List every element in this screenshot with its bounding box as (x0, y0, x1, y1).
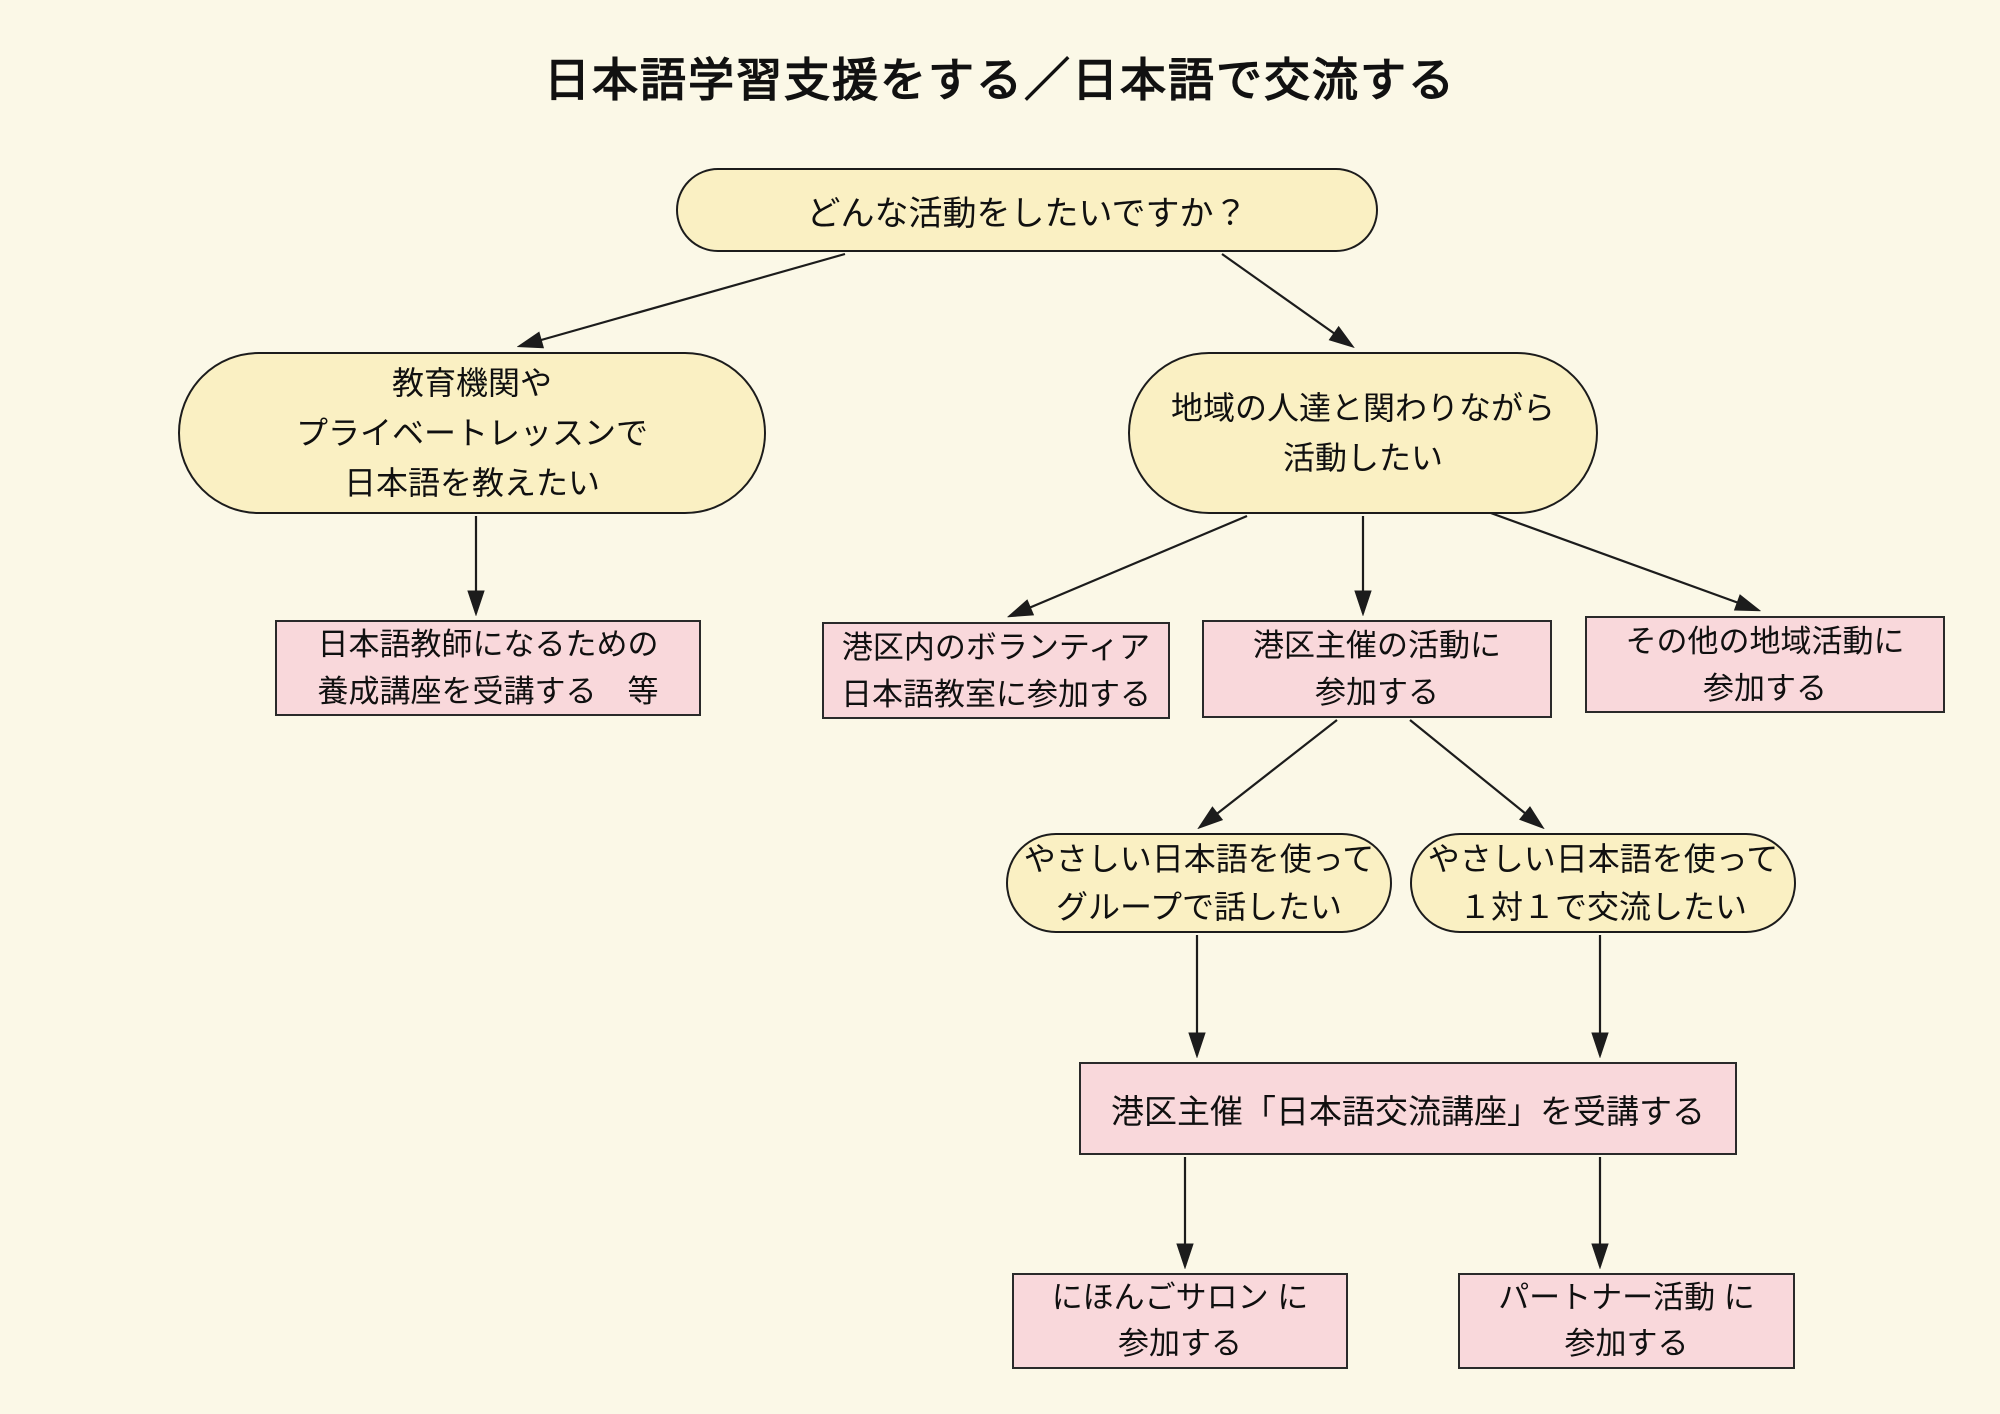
node-community-line-1: 地域の人達と関わりながら (1170, 390, 1555, 426)
arrow-community-to-other (1487, 510, 1758, 610)
arrow-question-to-community (1221, 253, 1352, 346)
node-teach-line-2: プライベートレッスンで (295, 415, 648, 451)
node-minato-line-2: 参加する (1315, 675, 1439, 710)
arrow-community-to-volunteer (1010, 514, 1248, 616)
node-minato-line-1: 港区主催の活動に (1253, 628, 1501, 663)
node-partner-line-2: 参加する (1564, 1326, 1689, 1361)
node-community-activity: 地域の人達と関わりながら 活動したい (1128, 352, 1598, 514)
node-teacher-training-course: 日本語教師になるための 養成講座を受講する 等 (275, 620, 701, 716)
node-group-talk: やさしい日本語を使って グループで話したい (1006, 833, 1392, 933)
node-volunteer-line-2: 日本語教室に参加する (841, 676, 1151, 712)
page-title: 日本語学習支援をする／日本語で交流する (544, 54, 1456, 106)
node-partner-line-1: パートナー活動 に (1498, 1280, 1755, 1315)
node-one-on-one-exchange: やさしい日本語を使って １対１で交流したい (1410, 833, 1796, 933)
node-other-line-2: 参加する (1703, 670, 1827, 706)
node-exchange-course-text: 港区主催「日本語交流講座」を受講する (1111, 1092, 1705, 1130)
arrow-question-to-teach (520, 252, 846, 346)
node-one-on-one-line-1: やさしい日本語を使って (1427, 841, 1779, 877)
node-minato-city-activity: 港区主催の活動に 参加する (1202, 620, 1552, 718)
node-group-line-2: グループで話したい (1055, 889, 1343, 925)
node-other-local-activity: その他の地域活動に 参加する (1585, 616, 1945, 713)
node-exchange-course: 港区主催「日本語交流講座」を受講する (1079, 1062, 1737, 1155)
node-one-on-one-line-2: １対１で交流したい (1458, 889, 1747, 925)
node-question: どんな活動をしたいですか？ (676, 168, 1378, 252)
node-volunteer-line-1: 港区内のボランティア (841, 629, 1151, 665)
node-teach-line-1: 教育機関や (391, 365, 552, 401)
arrow-minato-to-one-on-one (1409, 719, 1542, 827)
node-question-text: どんな活動をしたいですか？ (806, 194, 1248, 233)
node-teach-institutions: 教育機関や プライベートレッスンで 日本語を教えたい (178, 352, 766, 514)
node-volunteer-classroom: 港区内のボランティア 日本語教室に参加する (822, 622, 1170, 719)
node-teach-line-3: 日本語を教えたい (343, 465, 600, 501)
node-teacher-training-line-1: 日本語教師になるための (317, 627, 659, 662)
node-nihongo-salon: にほんごサロン に 参加する (1012, 1273, 1348, 1369)
arrow-minato-to-group (1200, 719, 1338, 827)
node-other-line-1: その他の地域活動に (1625, 623, 1905, 659)
node-teacher-training-line-2: 養成講座を受講する 等 (317, 674, 659, 709)
node-salon-line-2: 参加する (1118, 1326, 1242, 1361)
node-community-line-2: 活動したい (1282, 440, 1443, 476)
node-partner-activity: パートナー活動 に 参加する (1458, 1273, 1795, 1369)
node-salon-line-1: にほんごサロン に (1051, 1280, 1309, 1315)
node-group-line-1: やさしい日本語を使って (1023, 841, 1375, 877)
